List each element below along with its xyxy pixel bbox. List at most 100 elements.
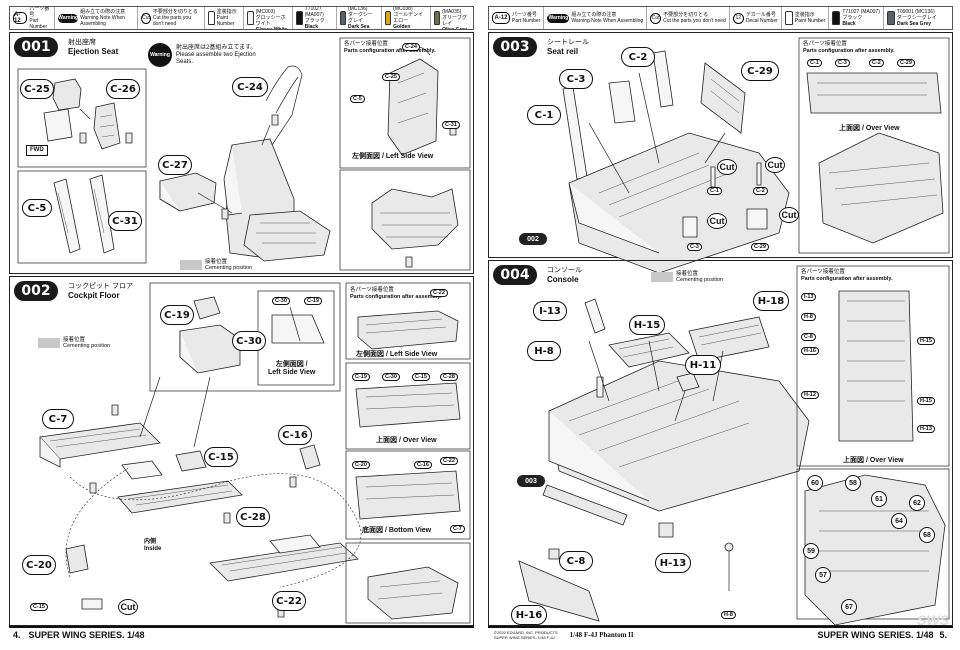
after-label-c22: C-22 <box>430 289 448 297</box>
copyright: ©2020 EDUARD, INC. PRODUCTS SUPER WING S… <box>494 630 558 640</box>
after-label-c30: C-30 <box>382 373 400 381</box>
step-number: 001 <box>14 37 58 57</box>
step-number: 004 <box>493 265 537 285</box>
cut-label-c1: C-1 <box>707 187 722 195</box>
watermark-logo: SWS <box>917 612 949 628</box>
over-view-caption: 上面図 / Over View <box>839 125 900 132</box>
over-view-caption: 上面図 / Over View <box>376 437 437 444</box>
cockpit-floor-drawing <box>39 282 471 624</box>
part-label-h13: H-13 <box>655 553 691 573</box>
page-number: 4. <box>13 630 21 640</box>
after-assembly-note: 各パーツ接着位置 Parts configuration after assem… <box>801 269 893 282</box>
paint-bottle-icon <box>784 11 793 25</box>
step-title: シートレール Seat reil <box>547 39 589 56</box>
after-label-c7: C-7 <box>450 525 465 533</box>
fwd-arrow: FWD <box>26 145 48 156</box>
after-label-c3: C-3 <box>835 59 850 67</box>
part-label-c5: C-5 <box>22 199 52 217</box>
cut-icon: Cut <box>650 12 662 24</box>
after-label-c24: C-24 <box>402 43 420 51</box>
cement-swatch <box>651 272 673 282</box>
cut-icon: Cut <box>779 207 799 223</box>
after-label-h8: H-8 <box>801 313 816 321</box>
left-footer: 4. SUPER WING SERIES. 1/48 <box>9 626 474 642</box>
step-title: コックピット フロア Cockpit Floor <box>68 283 133 300</box>
decal-58: 58 <box>845 475 861 491</box>
step-number: 002 <box>14 281 58 301</box>
paint-bottle-icon <box>832 11 841 25</box>
decal-67: 67 <box>841 599 857 615</box>
inside-note: 内側 Inside <box>144 539 162 552</box>
ejection-seat-drawing <box>17 37 471 271</box>
page-badge: A-12 <box>13 12 28 24</box>
part-label-c7: C-7 <box>42 409 74 429</box>
decal-64: 64 <box>891 513 907 529</box>
warning-note: Warning 射出座席は2基組み立てます。 Please assemble t… <box>148 43 266 67</box>
decal-60: 60 <box>807 475 823 491</box>
paint-bottle-icon <box>296 11 303 25</box>
cut-icon: Cut <box>717 159 737 175</box>
console-drawing <box>518 265 950 626</box>
after-label-c25: C-25 <box>382 73 400 81</box>
page-badge: A-12 <box>492 12 510 24</box>
part-label-c31: C-31 <box>108 211 142 231</box>
decal-68: 68 <box>919 527 935 543</box>
part-label-c15: C-15 <box>204 447 238 467</box>
after-assembly-note: 各パーツ接着位置 Parts configuration after assem… <box>350 287 442 300</box>
series-title: SUPER WING SERIES. 1/48 <box>817 630 934 640</box>
small-label-h8: H-8 <box>721 611 736 619</box>
series-title: SUPER WING SERIES. 1/48 <box>28 630 145 640</box>
after-label-c5: C-5 <box>350 95 365 103</box>
cut-label-c29: C-29 <box>751 243 769 251</box>
paint-bottle-icon <box>384 11 392 25</box>
after-label-h13: H-13 <box>917 425 935 433</box>
after-label-c28: C-28 <box>440 373 458 381</box>
warning-icon: Warning <box>547 13 570 23</box>
part-label-c2: C-2 <box>621 47 655 67</box>
decal-icon: 12 <box>732 12 744 24</box>
after-label-c1: C-1 <box>807 59 822 67</box>
paint-bottle-icon <box>247 11 254 25</box>
warning-icon: Warning <box>58 13 79 23</box>
cement-swatch <box>38 338 60 348</box>
cut-icon: Cut <box>141 12 151 24</box>
right-footer: ©2020 EDUARD, INC. PRODUCTS SUPER WING S… <box>488 626 953 642</box>
part-label-c30: C-30 <box>232 331 266 351</box>
part-label-c24: C-24 <box>232 77 268 97</box>
part-label-c22: C-22 <box>272 591 306 611</box>
part-label-c20: C-20 <box>22 555 56 575</box>
left-side-view-caption: 左側面図 / Left Side View <box>352 153 434 160</box>
paint-bottle-icon <box>208 11 215 25</box>
part-label-h11: H-11 <box>685 355 721 375</box>
part-label-c16: C-16 <box>278 425 312 445</box>
after-label-c2: C-2 <box>869 59 884 67</box>
left-side-view-caption: 左側面図 / Left Side View <box>356 351 438 358</box>
cement-swatch <box>180 260 202 270</box>
part-label-c25: C-25 <box>20 79 54 99</box>
after-label-c8: C-8 <box>801 333 816 341</box>
ref-step-badge: 002 <box>519 233 547 245</box>
step-number: 003 <box>493 37 537 57</box>
after-label-h15-b: H-15 <box>917 397 935 405</box>
after-assembly-note: 各パーツ接着位置 Parts configuration after assem… <box>344 41 436 54</box>
after-label-c20: C-20 <box>352 461 370 469</box>
cut-icon: Cut <box>118 599 138 615</box>
inset-label-c30: C-30 <box>272 297 290 305</box>
after-label-c15: C-15 <box>412 373 430 381</box>
paint-bottle-icon <box>886 11 895 25</box>
part-label-h15: H-15 <box>629 315 665 335</box>
decal-57: 57 <box>815 567 831 583</box>
kit-name: 1/48 F-4J Phantom II <box>569 631 634 639</box>
cut-label-c3: C-3 <box>687 243 702 251</box>
